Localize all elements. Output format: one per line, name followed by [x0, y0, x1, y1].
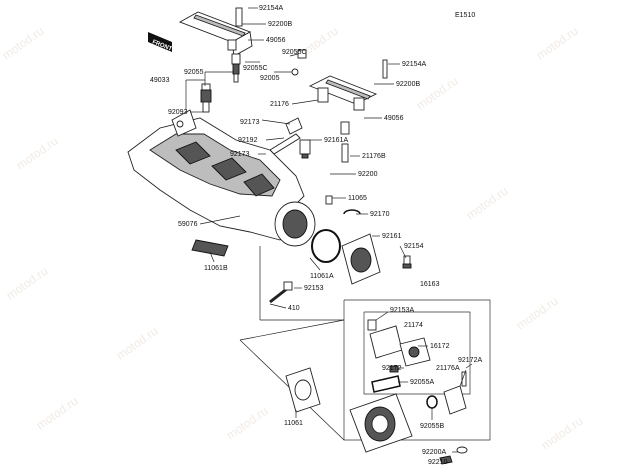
watermark: motod.ru [539, 414, 586, 453]
label-92200B-top: 92200B [268, 21, 292, 28]
sensor-21176A [443, 371, 467, 415]
seal-92055A [371, 375, 401, 393]
long-bolt [269, 281, 293, 304]
watermark: motod.ru [114, 324, 161, 363]
label-92055: 92055 [184, 69, 204, 76]
label-49056-right: 49056 [384, 115, 404, 122]
label-92161A: 92161A [324, 137, 348, 144]
watermark: motod.ru [414, 74, 461, 113]
label-92172: 92172 [382, 365, 402, 372]
label-21176: 21176 [270, 101, 289, 108]
label-92192: 92192 [238, 137, 258, 144]
label-92154: 92154 [404, 243, 424, 250]
watermark: motod.ru [0, 24, 47, 63]
label-410: 410 [288, 305, 300, 312]
label-92093: 92093 [168, 109, 188, 116]
label-49056-top: 49056 [266, 37, 286, 44]
label-92200: 92200 [358, 171, 378, 178]
injector-left [200, 83, 212, 113]
label-11065: 11065 [348, 195, 367, 202]
injector-top [231, 53, 241, 83]
part-labels: 92154A 92200B 49056 92055C 92055 92055C … [150, 5, 482, 466]
label-92172A: 92172A [458, 357, 482, 364]
gasket-11061 [285, 367, 321, 413]
fuel-rail-right [308, 59, 388, 111]
o-ring-gasket [311, 229, 341, 263]
watermark: motod.ru [464, 184, 511, 223]
grommet-left [191, 239, 229, 257]
label-92055C-a: 92055C [282, 49, 307, 56]
watermark: motod.ru [14, 134, 61, 173]
label-92005: 92005 [260, 75, 280, 82]
throttle-sensor-assembly [367, 319, 431, 373]
label-49033: 49033 [150, 77, 170, 84]
label-92200B-right: 92200B [396, 81, 420, 88]
label-16163: 16163 [420, 281, 440, 288]
label-21174: 21174 [404, 322, 423, 329]
bolt-right [402, 255, 412, 269]
label-92200A: 92200A [422, 449, 446, 456]
label-59076: 59076 [178, 221, 198, 228]
label-92154A-top: 92154A [259, 5, 283, 12]
label-11061A: 11061A [310, 273, 334, 280]
watermark: motod.ru [534, 24, 581, 63]
label-92210: 92210 [428, 459, 448, 466]
label-16172: 16172 [430, 343, 450, 350]
boss-and-clip [325, 195, 361, 215]
watermark: motod.ru [4, 264, 51, 303]
label-21176B: 21176B [362, 153, 386, 160]
label-92055B: 92055B [420, 423, 444, 430]
washer-nut [439, 446, 468, 465]
label-92055A: 92055A [410, 379, 434, 386]
diagram-code: E1510 [455, 12, 475, 19]
fuel-rail-top [178, 7, 253, 57]
throttle-body [349, 393, 413, 453]
sub-assembly-box [363, 311, 471, 395]
front-arrow-tag: FRONT [148, 32, 173, 53]
label-92170: 92170 [370, 211, 390, 218]
manifold-throttle-flange [274, 201, 316, 247]
watermark: motod.ru [514, 294, 561, 333]
label-21176A: 21176A [436, 365, 460, 372]
assembly-16163-box [343, 299, 491, 441]
leader-lines [185, 7, 473, 463]
label-92173-a: 92173 [240, 119, 260, 126]
adapter-plate [341, 233, 381, 285]
label-92153A: 92153A [390, 307, 414, 314]
label-92173-b: 92173 [230, 151, 250, 158]
intake-manifold [127, 109, 305, 241]
label-11061: 11061 [284, 420, 303, 427]
label-11061B: 11061B [204, 265, 228, 272]
label-92154A-right: 92154A [402, 61, 426, 68]
o-ring-92055B [426, 395, 438, 409]
watermark: motod.ru [34, 394, 81, 433]
label-92153: 92153 [304, 285, 324, 292]
label-92161: 92161 [382, 233, 402, 240]
watermark: motod.ru [224, 404, 271, 443]
label-92055C-b: 92055C [243, 65, 268, 72]
